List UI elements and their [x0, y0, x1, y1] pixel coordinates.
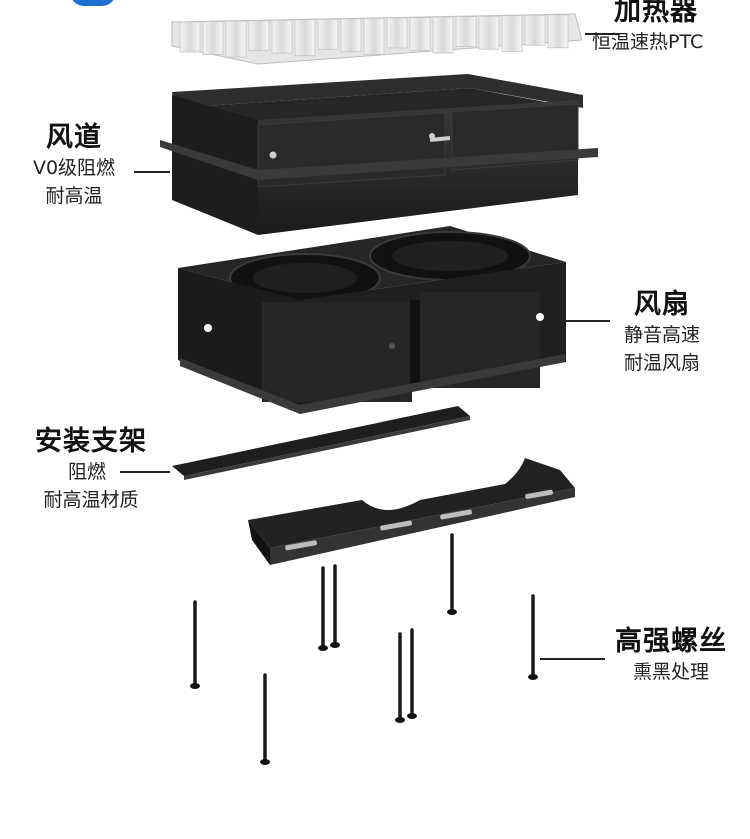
bracket-sub-1: 阻燃	[67, 461, 106, 483]
heater-sub-1: 恒温速热PTC	[592, 31, 704, 53]
heater-fin	[317, 18, 339, 50]
fan-title: 风扇	[634, 289, 690, 320]
bracket-strip-part	[172, 406, 470, 480]
screw-head	[407, 713, 417, 719]
screws-label: 高强螺丝 熏黑处理	[608, 626, 734, 686]
ptc-heater-part	[171, 13, 583, 65]
screw-head	[260, 759, 270, 765]
bracket-sub-2: 耐高温材质	[43, 489, 139, 511]
heater-fin	[455, 16, 477, 48]
bracket-title: 安装支架	[35, 426, 147, 457]
heater-fin	[501, 15, 523, 53]
screw-head	[330, 642, 340, 648]
screws-title: 高强螺丝	[615, 626, 727, 657]
heater-fin	[409, 17, 431, 51]
heater-fin	[225, 20, 247, 58]
heater-fin	[478, 15, 500, 50]
heater-label: 加热器 恒温速热PTC	[592, 0, 703, 56]
fan-sub-1: 静音高速	[623, 324, 700, 346]
screw-head	[318, 645, 328, 651]
heater-fin	[248, 20, 270, 52]
heater-fin	[432, 16, 454, 54]
heater-fin	[294, 19, 316, 57]
heater-fin	[179, 21, 201, 53]
duct-sub-1: V0级阻燃	[32, 157, 116, 179]
screws-group	[190, 533, 538, 765]
fan-sub-2: 耐温风扇	[623, 352, 700, 374]
heater-fin	[202, 21, 224, 55]
brand-corner-mark	[70, 0, 116, 6]
screw-head	[447, 609, 457, 615]
duct-title: 风道	[46, 122, 102, 153]
screw-head	[528, 674, 538, 680]
bracket-label: 安装支架 阻燃 耐高温材质	[26, 426, 156, 514]
dual-fan-part	[178, 226, 566, 414]
fan-label: 风扇 静音高速 耐温风扇	[610, 289, 714, 377]
duct-sub-2: 耐高温	[45, 185, 103, 207]
screw-head	[190, 683, 200, 689]
screws-sub-1: 熏黑处理	[632, 661, 709, 683]
duct-label: 风道 V0级阻燃 耐高温	[18, 122, 130, 210]
heater-fin	[547, 14, 569, 49]
screw-head	[395, 717, 405, 723]
heater-fin	[363, 17, 385, 55]
heater-fin	[271, 19, 293, 54]
heater-title: 加热器	[614, 0, 698, 27]
heater-fin	[524, 14, 546, 46]
bracket-main-part	[248, 458, 575, 565]
heater-fin	[386, 17, 408, 49]
heater-fin	[340, 18, 362, 53]
air-duct-part	[160, 74, 598, 235]
